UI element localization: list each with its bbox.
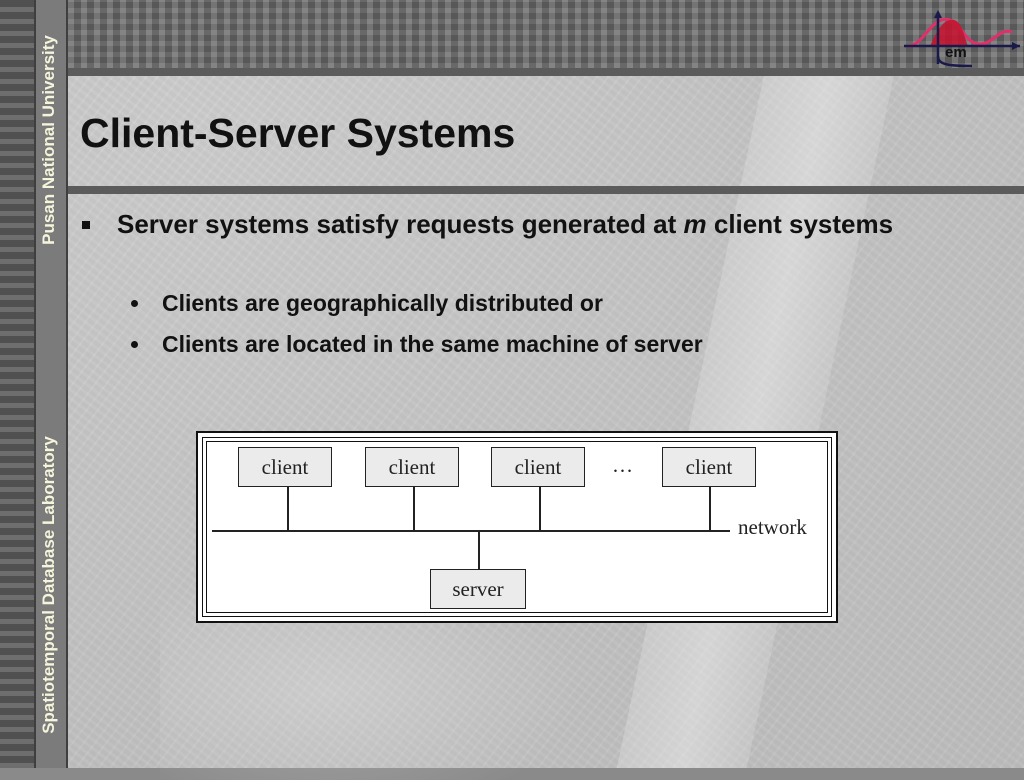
client-node: client [365, 447, 459, 487]
lab-logo: em [904, 10, 1020, 68]
logo-hill-icon [930, 19, 968, 46]
dot-bullet-icon [131, 341, 138, 348]
sidebar [34, 0, 68, 768]
client-server-diagram: client client client … client network se… [196, 431, 838, 623]
title-divider [68, 186, 1024, 194]
university-label: Pusan National University [39, 35, 58, 245]
left-photo-strip [0, 0, 34, 768]
variable-m: m [683, 209, 707, 239]
client-connector [287, 487, 289, 531]
content-area [68, 76, 1024, 768]
client-connector [413, 487, 415, 531]
client-node: client [662, 447, 756, 487]
network-label: network [738, 515, 807, 539]
dot-bullet-icon [131, 300, 138, 307]
client-connector [539, 487, 541, 531]
client-node: client [238, 447, 332, 487]
header-band [68, 0, 1024, 68]
header-divider [68, 68, 1024, 76]
lab-label: Spatiotemporal Database Laboratory [39, 436, 58, 734]
ellipsis: … [612, 453, 633, 477]
server-connector [478, 531, 480, 569]
client-connector [709, 487, 711, 531]
network-line [212, 530, 730, 532]
slide-title: Client-Server Systems [80, 110, 516, 156]
server-node: server [430, 569, 526, 609]
bullet-main-text: Server systems satisfy requests generate… [117, 209, 894, 239]
square-bullet-icon [82, 221, 90, 229]
logo-text: em [945, 44, 967, 61]
client-node: client [491, 447, 585, 487]
